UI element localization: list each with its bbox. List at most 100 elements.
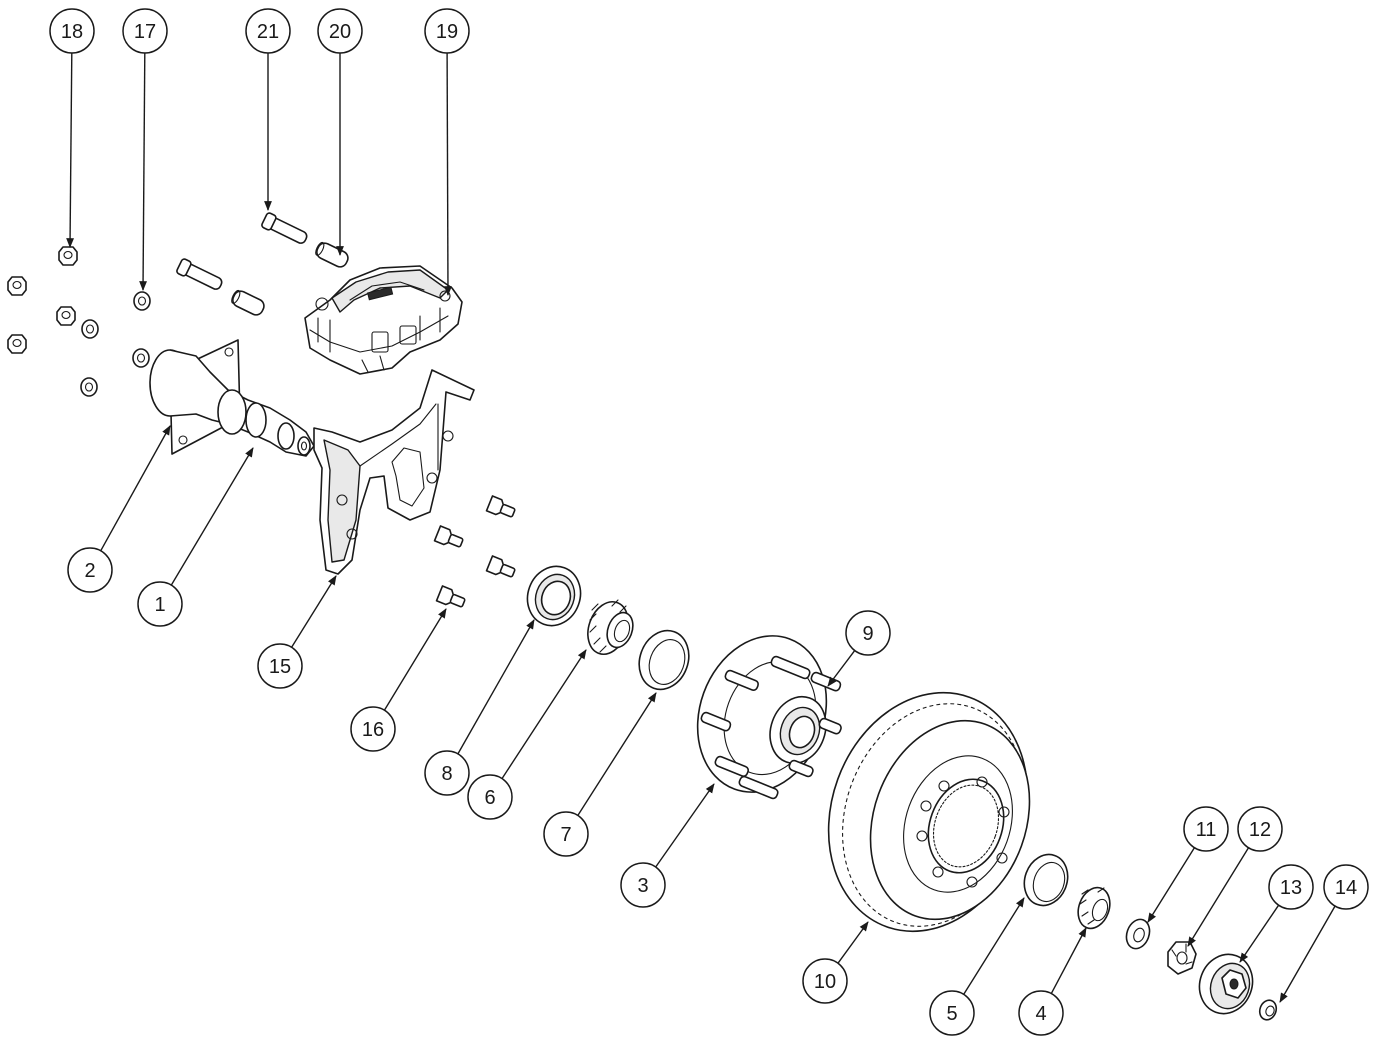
- balloon-13: 13: [1268, 864, 1314, 910]
- balloon-9: 9: [845, 610, 891, 656]
- part-lug-nut-set: [7, 246, 151, 397]
- part-brake-rotor: [827, 691, 1031, 933]
- balloon-circle: [1237, 806, 1283, 852]
- leader-line-17: [139, 52, 147, 291]
- balloon-circle: [543, 811, 589, 857]
- part-brake-caliper: [304, 265, 463, 375]
- leader-line-15: [291, 575, 337, 648]
- balloon-circle: [67, 547, 113, 593]
- leader-line-1: [170, 447, 254, 586]
- leader-line-2: [100, 425, 171, 552]
- balloon-4: 4: [1018, 990, 1064, 1036]
- balloon-circle: [467, 774, 513, 820]
- balloon-circle: [929, 990, 975, 1036]
- leader-line-9: [827, 650, 856, 687]
- balloon-circle: [424, 8, 470, 54]
- balloon-label: 21: [257, 21, 279, 43]
- balloon-5: 5: [929, 990, 975, 1036]
- balloon-8: 8: [424, 750, 470, 796]
- balloon-circle: [620, 862, 666, 908]
- balloon-circle: [257, 643, 303, 689]
- balloon-6: 6: [467, 774, 513, 820]
- part-castle-nut: [1167, 941, 1197, 975]
- balloon-circle: [1323, 864, 1369, 910]
- balloon-17: 17: [122, 8, 168, 54]
- balloon-label: 1: [154, 594, 165, 616]
- leader-line-7: [577, 692, 657, 816]
- part-inner-race: [638, 629, 690, 691]
- leader-line-8: [457, 619, 535, 755]
- balloon-11: 11: [1183, 806, 1229, 852]
- leader-line-13: [1239, 904, 1280, 963]
- balloon-label: 5: [946, 1003, 957, 1025]
- leader-lines-layer: [66, 52, 1336, 1003]
- balloon-label: 7: [560, 824, 571, 846]
- part-grease-plug: [1258, 999, 1278, 1021]
- balloon-label: 9: [862, 623, 873, 645]
- balloon-circle: [802, 958, 848, 1004]
- balloon-circle: [317, 8, 363, 54]
- balloon-15: 15: [257, 643, 303, 689]
- part-spindle-washer: [1125, 918, 1151, 950]
- balloon-label: 3: [637, 875, 648, 897]
- balloon-label: 4: [1035, 1003, 1046, 1025]
- balloon-circle: [245, 8, 291, 54]
- balloon-label: 14: [1335, 877, 1357, 899]
- balloon-16: 16: [350, 706, 396, 752]
- balloon-label: 12: [1249, 819, 1271, 841]
- part-caliper-bracket: [313, 369, 475, 575]
- balloon-circle: [122, 8, 168, 54]
- balloon-label: 10: [814, 971, 836, 993]
- balloon-label: 18: [61, 21, 83, 43]
- balloon-label: 19: [436, 21, 458, 43]
- leader-line-10: [837, 921, 869, 964]
- balloon-circle: [137, 581, 183, 627]
- balloon-21: 21: [245, 8, 291, 54]
- balloon-label: 2: [84, 560, 95, 582]
- leader-line-6: [501, 649, 587, 779]
- balloon-7: 7: [543, 811, 589, 857]
- balloon-label: 6: [484, 787, 495, 809]
- balloon-18: 18: [49, 8, 95, 54]
- balloon-circle: [1183, 806, 1229, 852]
- balloon-label: 8: [441, 763, 452, 785]
- leader-line-3: [655, 783, 715, 868]
- balloon-2: 2: [67, 547, 113, 593]
- balloon-1: 1: [137, 581, 183, 627]
- part-caliper-pins: [176, 212, 349, 316]
- balloon-label: 17: [134, 21, 156, 43]
- leader-line-4: [1050, 927, 1087, 994]
- balloon-label: 20: [329, 21, 351, 43]
- leader-line-12: [1187, 847, 1250, 947]
- balloon-circle: [49, 8, 95, 54]
- balloon-3: 3: [620, 862, 666, 908]
- leader-line-11: [1147, 847, 1195, 923]
- parts-layer: [7, 212, 1278, 1021]
- balloon-circle: [1268, 864, 1314, 910]
- balloon-19: 19: [424, 8, 470, 54]
- leader-line-14: [1279, 905, 1336, 1003]
- balloon-circle: [424, 750, 470, 796]
- balloon-circle: [845, 610, 891, 656]
- part-dust-cap: [1198, 953, 1254, 1015]
- leader-line-16: [383, 608, 447, 711]
- part-bracket-bolts: [433, 495, 516, 608]
- balloon-12: 12: [1237, 806, 1283, 852]
- balloon-20: 20: [317, 8, 363, 54]
- balloon-label: 16: [362, 719, 384, 741]
- balloon-label: 15: [269, 656, 291, 678]
- balloon-label: 13: [1280, 877, 1302, 899]
- balloon-label: 11: [1196, 819, 1217, 841]
- part-spindle: [149, 349, 315, 457]
- part-outer-bearing: [1077, 886, 1111, 930]
- part-inner-bearing: [587, 599, 634, 655]
- part-grease-seal: [526, 565, 582, 627]
- leader-line-5: [963, 897, 1025, 995]
- part-outer-race: [1023, 853, 1069, 907]
- balloon-10: 10: [802, 958, 848, 1004]
- balloon-circle: [350, 706, 396, 752]
- leader-line-18: [66, 52, 75, 248]
- leader-line-19: [444, 52, 452, 296]
